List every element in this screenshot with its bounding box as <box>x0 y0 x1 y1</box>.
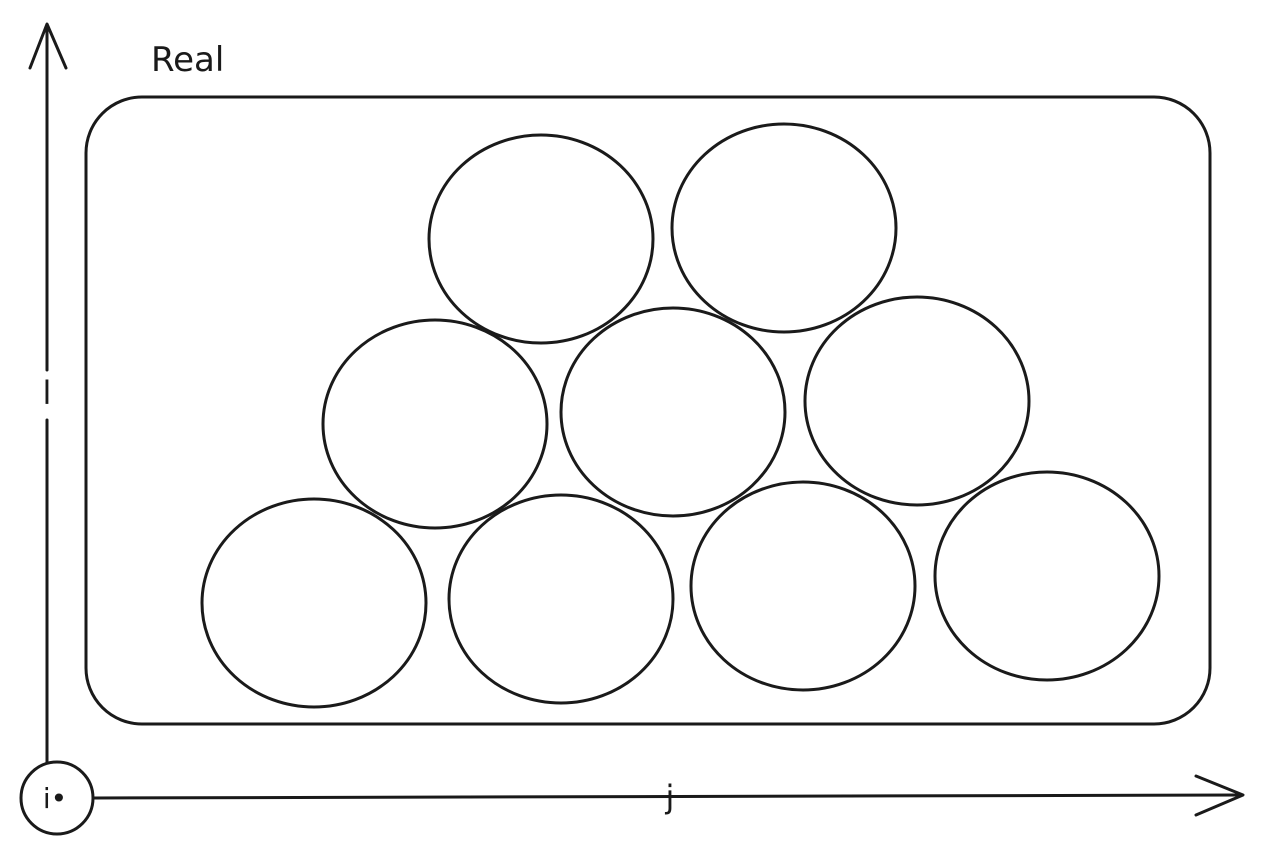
circle-middle-left <box>321 318 549 530</box>
vertical-axis: l <box>28 22 68 764</box>
horizontal-axis-arrowhead <box>1194 774 1245 817</box>
vertical-axis-arrowhead <box>28 22 68 70</box>
circle-bottom-3 <box>689 480 917 692</box>
origin-label: i• <box>43 782 67 815</box>
origin-marker: i• <box>19 760 95 836</box>
circle-stack <box>200 122 1161 709</box>
origin-circle <box>19 760 95 836</box>
horizontal-axis-label: j <box>665 778 675 816</box>
horizontal-axis: j <box>92 774 1245 817</box>
circle-bottom-4 <box>933 470 1161 682</box>
circle-middle-right <box>803 295 1031 507</box>
circle-bottom-1 <box>200 497 428 709</box>
circle-top-left <box>427 133 655 345</box>
container-box <box>84 95 1212 726</box>
vertical-axis-label: l <box>43 374 52 412</box>
circle-middle-center <box>559 306 787 518</box>
circle-bottom-2 <box>447 493 675 705</box>
horizontal-axis-line <box>92 793 1244 800</box>
container-label: Real <box>151 40 224 80</box>
circle-top-right <box>670 122 898 334</box>
